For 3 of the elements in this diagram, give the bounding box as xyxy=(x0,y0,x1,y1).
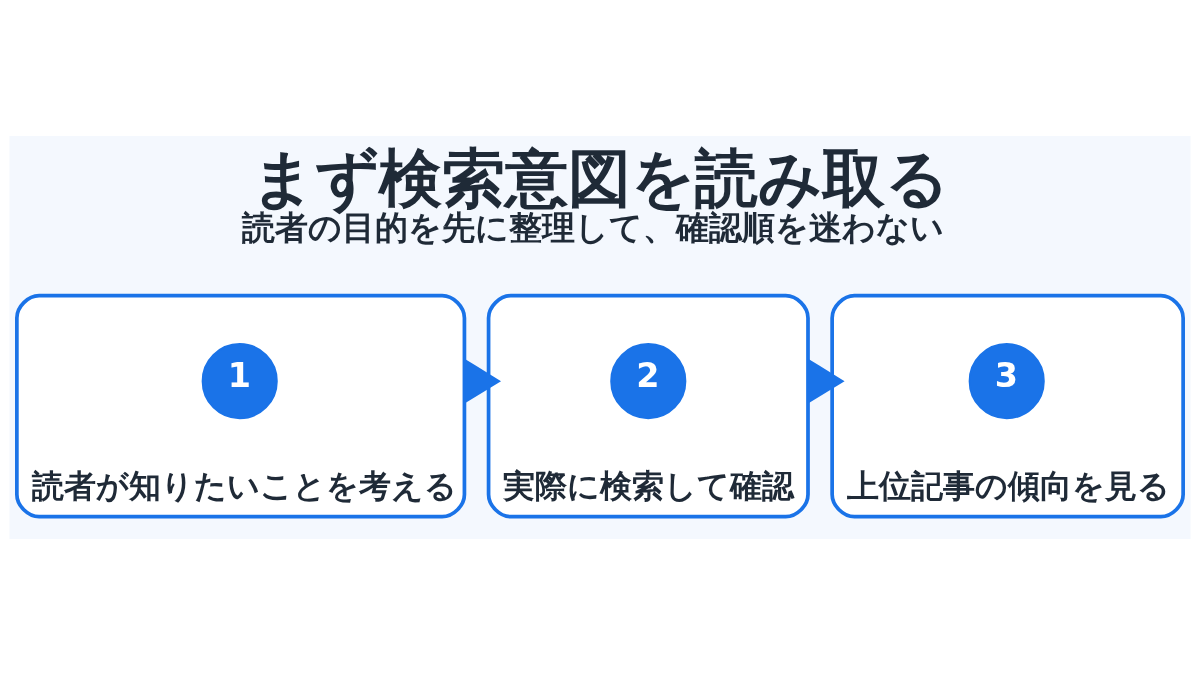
node-circle: 1 xyxy=(201,343,278,420)
node-circle: 3 xyxy=(968,343,1045,420)
node-circle: 2 xyxy=(610,343,687,420)
